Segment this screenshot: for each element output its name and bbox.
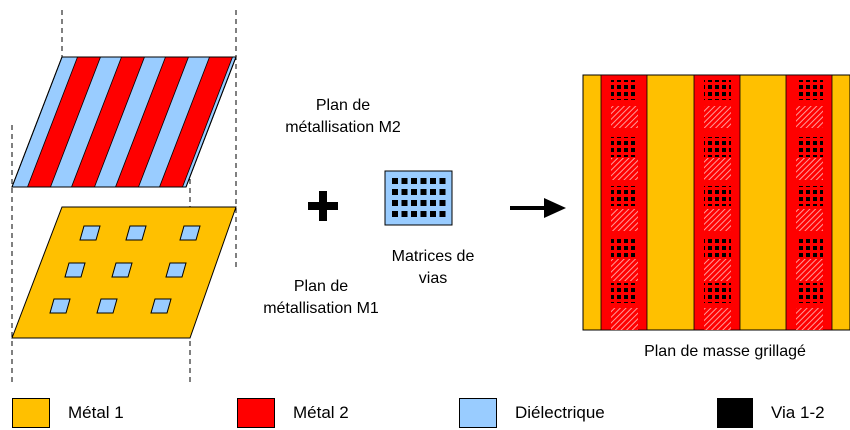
m1-layer: [11, 206, 237, 339]
alignment-lines: [11, 10, 237, 385]
legend-swatch-dielectric: [459, 398, 497, 428]
via-matrix: [384, 170, 453, 226]
legend-label-via: Via 1-2: [771, 403, 825, 422]
legend-metal1: Métal 1: [12, 398, 124, 428]
via-matrix-label: Matrices de vias: [391, 248, 475, 287]
legend-label-metal1: Métal 1: [68, 403, 124, 422]
arrow-icon: [510, 198, 566, 218]
legend-metal2: Métal 2: [237, 398, 349, 428]
meshed-ground-plane: [582, 74, 850, 331]
m2-layer: [11, 56, 237, 188]
legend-label-metal2: Métal 2: [293, 403, 349, 422]
m2-label: Plan de métallisation M2: [285, 97, 401, 136]
legend-dielectric: Diélectrique: [459, 398, 605, 428]
m1-label: Plan de métallisation M1: [263, 278, 379, 317]
legend-swatch-metal1: [12, 398, 50, 428]
legend-label-dielectric: Diélectrique: [515, 403, 605, 422]
result-label: Plan de masse grillagé: [644, 343, 806, 360]
legend-via: Via 1-2: [717, 398, 825, 428]
legend-swatch-metal2: [237, 398, 275, 428]
legend-swatch-via: [717, 398, 753, 428]
plus-icon: [308, 191, 338, 221]
